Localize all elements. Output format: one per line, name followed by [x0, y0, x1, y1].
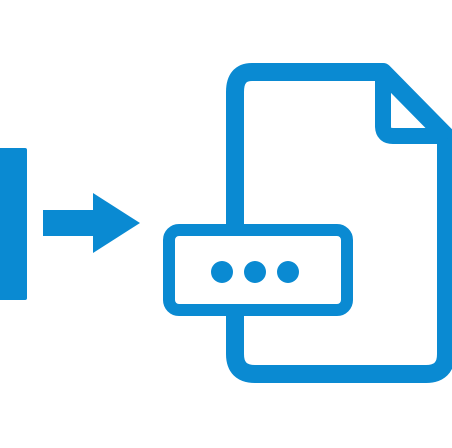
dots-field-icon — [163, 224, 353, 316]
document-fold-icon — [375, 70, 448, 144]
dots-icon — [211, 261, 299, 283]
document-icon — [226, 63, 452, 383]
input-bar-icon — [0, 148, 27, 300]
right-arrow-icon — [43, 193, 140, 253]
